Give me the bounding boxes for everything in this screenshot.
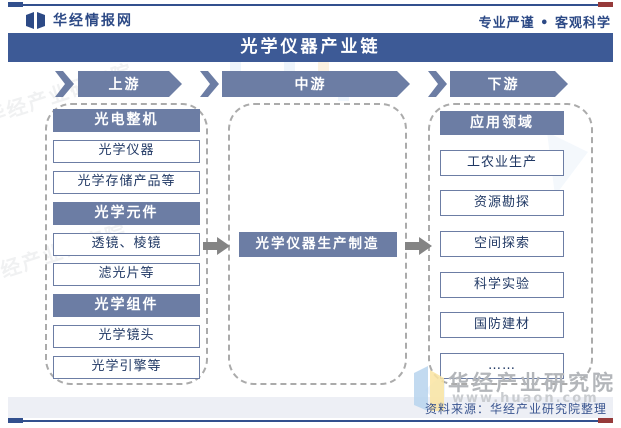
bottom-rule-left-cap [8,418,23,423]
source-note: 资料来源：华经产业研究院整理 [424,402,607,416]
chevron-right-icon [200,71,219,97]
watermark-name: 华经产业研究院 [448,371,616,395]
background-decor-triangle [547,132,588,196]
item-box: 滤光片等 [53,263,200,287]
background-decor-square [318,60,329,71]
page-title: 光学仪器产业链 [8,33,613,62]
bottom-rule [8,420,612,422]
item-box: 透镜、棱镜 [53,232,200,256]
downstream-items: 应用领域 工农业生产 资源勘探 空间探索 科学实验 国防建材 …… [440,111,564,379]
process-box: 光学仪器生产制造 [238,231,397,257]
upstream-items: 光电整机 光学仪器 光学存储产品等 光学元件 透镜、棱镜 滤光片等 光学组件 光… [53,109,200,379]
brand: 华经情报网 [26,10,133,30]
chevron-right-icon [428,71,447,97]
stage-banner-upstream: 上游 [78,71,182,97]
item-box: 资源勘探 [440,190,564,217]
background-decor-square [284,60,295,71]
item-box: 国防建材 [440,312,564,339]
item-box: 工农业生产 [440,149,564,176]
header-slogan: 专业严谨 • 客观科学 [478,16,611,31]
stage-banner-midstream: 中游 [222,71,410,97]
footer-band [8,397,613,418]
open-book-logo-icon [26,11,45,29]
item-box: 光学存储产品等 [53,170,200,194]
item-box: 科学实验 [440,271,564,298]
midstream-items: 光学仪器生产制造 [228,103,407,385]
watermark-url: www.huaon.com [452,391,599,406]
group-header: 光学组件 [53,294,200,318]
group-header: 应用领域 [440,111,564,135]
top-rule-right-cap [598,2,613,7]
item-box: 光学镜头 [53,325,200,349]
top-rule [8,4,612,6]
item-box: 光学引擎等 [53,356,200,379]
item-box: 空间探索 [440,230,564,257]
background-decor-square [230,60,241,71]
bottom-rule-right-cap [598,418,613,423]
top-rule-left-cap [8,2,23,7]
item-box: …… [440,352,564,379]
item-box: 光学仪器 [53,139,200,163]
group-header: 光学元件 [53,201,200,225]
brand-name: 华经情报网 [53,13,133,29]
watermark-book-logo-icon [414,366,444,411]
chevron-right-icon [55,71,74,97]
stage-banner-downstream: 下游 [450,71,568,97]
group-header: 光电整机 [53,109,200,132]
